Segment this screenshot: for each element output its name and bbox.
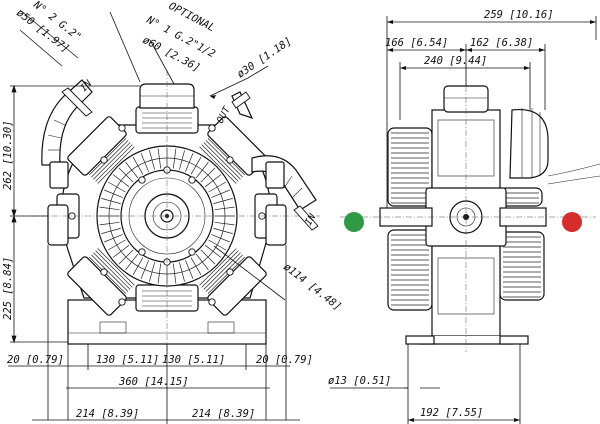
dim-w259: 259 [10.16]	[484, 9, 554, 21]
dim-w20-left: 20 [0.79]	[7, 354, 64, 366]
dim-w162: 162 [6.38]	[470, 37, 533, 49]
side-dimension-text: 259 [10.16] 166 [6.54] 162 [6.38] 240 [9…	[328, 9, 554, 419]
dim-h262: 262 [10.30]	[2, 120, 14, 190]
dim-d30: ø30 [1.18]	[235, 35, 294, 80]
side-hose	[509, 108, 549, 179]
dim-h225: 225 [8.84]	[2, 257, 14, 320]
green-indicator-dot	[344, 212, 364, 232]
dim-w166: 166 [6.54]	[385, 37, 448, 49]
dim-w240: 240 [9.44]	[424, 55, 487, 67]
dim-w214-right: 214 [8.39]	[192, 408, 255, 420]
dim-d114: ø114 [4.48]	[281, 261, 343, 313]
dim-w130-right: 130 [5.11]	[162, 354, 225, 366]
dim-w192: 192 [7.55]	[420, 407, 483, 419]
side-dimension-lines	[330, 16, 597, 424]
label-in-right: IN	[303, 212, 318, 228]
dim-w214-left: 214 [8.39]	[76, 408, 139, 420]
dim-w360: 360 [14.15]	[118, 376, 189, 388]
side-view	[340, 64, 600, 352]
dim-d13: ø13 [0.51]	[328, 375, 391, 387]
red-indicator-dot	[562, 212, 582, 232]
front-dimension-lines	[8, 9, 300, 424]
dim-w20-right: 20 [0.79]	[256, 354, 313, 366]
dim-w130-left: 130 [5.11]	[96, 354, 159, 366]
flow-arrows	[61, 87, 319, 231]
front-view	[30, 70, 320, 352]
